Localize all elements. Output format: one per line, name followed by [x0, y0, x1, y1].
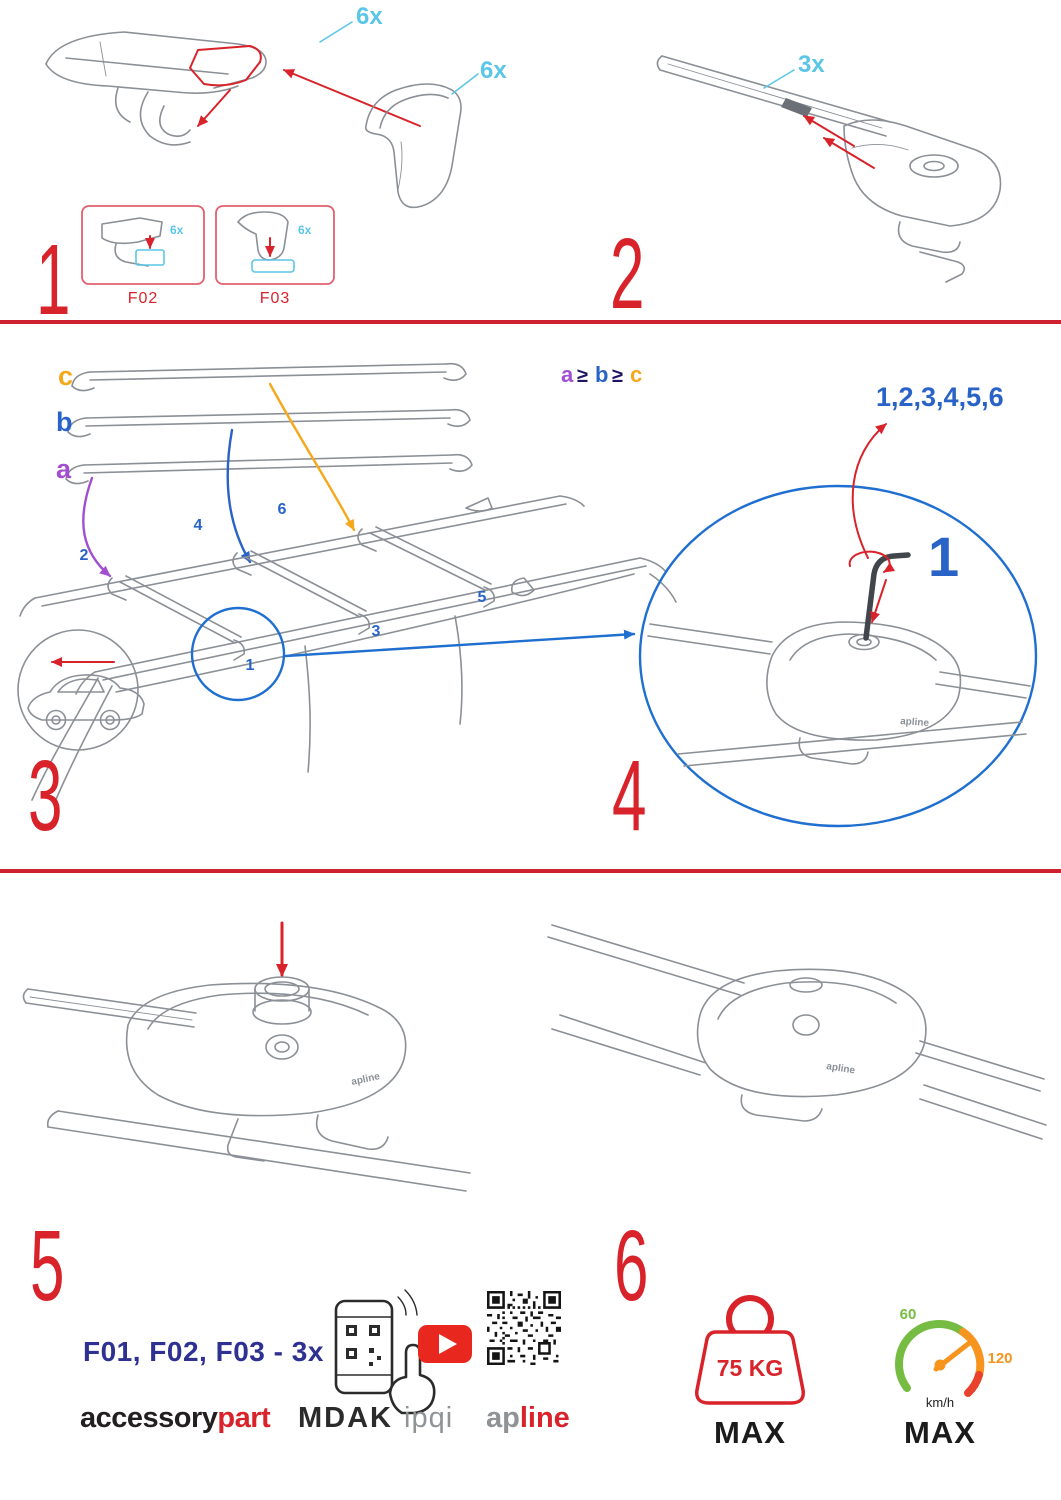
- section2-art: c b a a ≥ b ≥ c: [17, 361, 1038, 828]
- youtube-icon: [418, 1325, 472, 1363]
- foot-brand-label: apline: [900, 716, 930, 729]
- foot-brand-label: apline: [350, 1071, 381, 1088]
- brand-line-text: line: [519, 1402, 570, 1434]
- position-4: 4: [194, 517, 203, 534]
- section3-art: apline apline: [22, 921, 1047, 1450]
- position-3: 3: [372, 623, 381, 640]
- parts-info-text: F01, F02, F03 - 3x: [83, 1336, 324, 1367]
- qty-pad-label: 6x: [356, 3, 383, 30]
- position-1: 1: [246, 657, 255, 674]
- phone-scan-icon: [334, 1289, 436, 1415]
- foot1-highlight-circle: [190, 606, 286, 702]
- zoom-circle: [638, 484, 1038, 828]
- section-divider-1: [0, 320, 1061, 324]
- step-4-number: 4: [612, 740, 647, 852]
- max-load-value: 75 KG: [717, 1355, 783, 1381]
- qty-bar-label: 3x: [798, 51, 825, 78]
- foot-detail-art: [647, 550, 1031, 767]
- f03-label: F03: [260, 290, 291, 307]
- f02-qty-label: 6x: [170, 223, 184, 237]
- bar-label-b: b: [56, 407, 73, 437]
- section1-art: 6x 6x 6x F02 6x F03: [45, 3, 1002, 307]
- formula-ge2: ≥: [612, 365, 623, 387]
- endcap-cover-art: [364, 83, 462, 209]
- max-load-label: MAX: [714, 1415, 786, 1450]
- brand-accessory-text: accessory: [80, 1402, 218, 1434]
- speed-low-label: 60: [900, 1306, 917, 1323]
- section-divider-2: [0, 869, 1061, 873]
- foot-brand-label: apline: [826, 1061, 857, 1076]
- brand-part-text: part: [217, 1402, 271, 1434]
- formula-b: b: [595, 362, 608, 387]
- f02-box: [81, 205, 205, 285]
- speed-unit-label: km/h: [926, 1395, 954, 1410]
- qty-cap-label: 6x: [480, 57, 507, 84]
- brand-ap-text: ap: [486, 1402, 520, 1434]
- f03-box: [215, 205, 335, 285]
- f03-qty-label: 6x: [298, 223, 312, 237]
- car-roof-art: [19, 495, 677, 805]
- crossbar-end-exploded-art: [45, 31, 421, 146]
- bar-assignment-arrows: [82, 382, 356, 578]
- qty-leader-lines: [319, 21, 479, 95]
- zoom-pointer-arrow: [284, 629, 636, 658]
- position-2: 2: [80, 547, 89, 564]
- foot-knob-art: [22, 921, 471, 1192]
- formula-a: a: [561, 362, 574, 387]
- qr-code: [487, 1291, 562, 1366]
- foot-mounted-art: [547, 924, 1047, 1140]
- crossbar-a-art: [65, 453, 473, 485]
- brand-apline: apline: [486, 1404, 570, 1433]
- bar-label-c: c: [58, 361, 73, 391]
- brand-accessorypart: accessorypart: [80, 1402, 271, 1434]
- sequence-arrow: [851, 423, 887, 559]
- formula-c: c: [630, 362, 642, 387]
- position-5: 5: [478, 589, 487, 606]
- crossbar-c-art: [71, 362, 467, 392]
- crossbar-b-art: [67, 408, 471, 438]
- tightening-sequence: 1,2,3,4,5,6: [876, 382, 1004, 412]
- max-load-icon: [695, 1295, 805, 1405]
- bar-label-a: a: [56, 454, 72, 484]
- f02-label: F02: [128, 290, 159, 307]
- formula-ge1: ≥: [577, 365, 588, 387]
- step-5-number: 5: [30, 1210, 65, 1322]
- speed-high-label: 120: [987, 1350, 1012, 1367]
- crossbar-with-foot-art: [656, 55, 1002, 283]
- speedometer-icon: [895, 1320, 985, 1397]
- position-6: 6: [278, 501, 287, 518]
- speed-max-label: MAX: [904, 1415, 976, 1450]
- step-3-number: 3: [28, 740, 63, 852]
- brand-mdak: MDAK: [298, 1402, 393, 1434]
- step-1-number: 1: [36, 224, 71, 336]
- brand-ipqi: ipqi: [404, 1402, 454, 1434]
- sequence-step-highlight: 1: [928, 525, 959, 588]
- step-2-number: 2: [610, 218, 645, 330]
- car-direction-inset: [17, 629, 145, 751]
- step-6-number: 6: [614, 1210, 649, 1322]
